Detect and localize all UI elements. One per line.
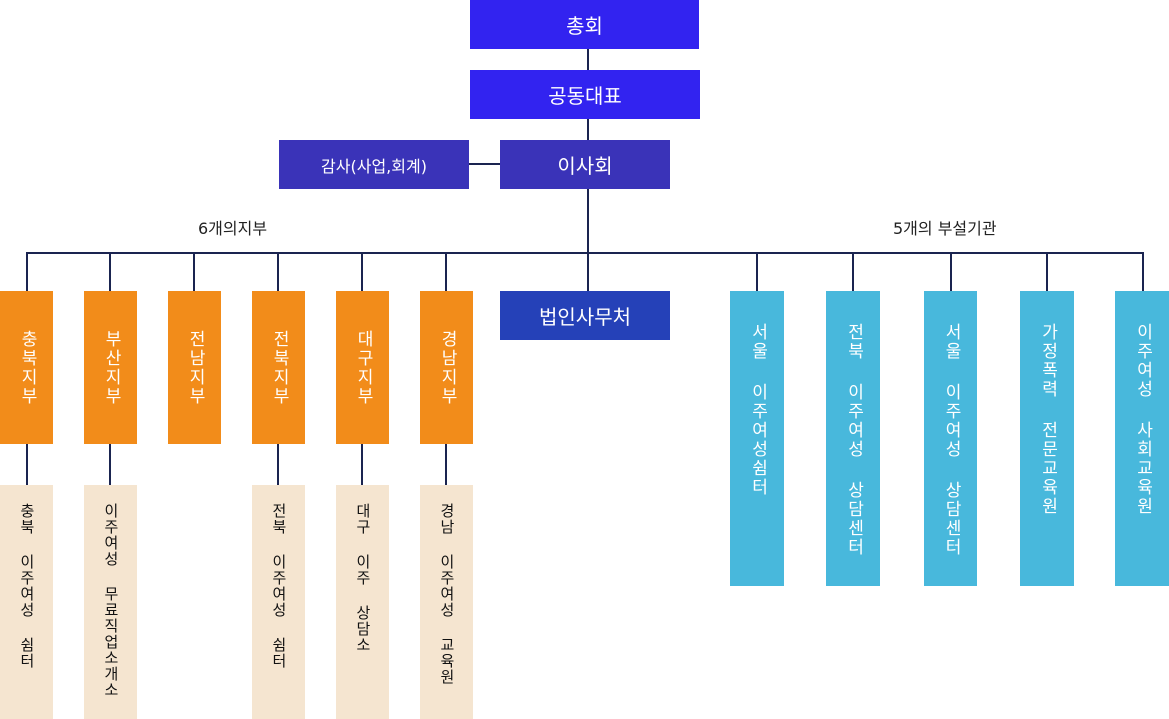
branch-facility-label: 전북 이주여성 쉼터 bbox=[269, 503, 288, 669]
audit-box: 감사(사업,회계) bbox=[279, 140, 469, 189]
co-representative-label: 공동대표 bbox=[548, 84, 622, 108]
co-representative-box: 공동대표 bbox=[470, 70, 700, 119]
branch-facility-label: 이주여성 무료직업소개소 bbox=[101, 503, 120, 698]
horizontal-bus-line bbox=[26, 252, 1144, 254]
branch-label: 충북지부 bbox=[17, 329, 38, 406]
general-assembly-label: 총회 bbox=[566, 14, 603, 38]
institution-label: 이주여성 사회교육원 bbox=[1132, 323, 1153, 516]
corporate-office-label: 법인사무처 bbox=[539, 305, 631, 329]
connector-line bbox=[445, 444, 447, 485]
institution-box: 서울 이주여성쉼터 bbox=[730, 291, 784, 586]
branch-box: 전북지부 bbox=[252, 291, 305, 444]
connector-line bbox=[587, 49, 589, 70]
institutions-group-label: 5개의 부설기관 bbox=[893, 219, 997, 238]
corporate-office-box: 법인사무처 bbox=[500, 291, 670, 340]
connector-line bbox=[277, 252, 279, 291]
connector-line bbox=[277, 444, 279, 485]
branch-box: 대구지부 bbox=[336, 291, 389, 444]
branch-box: 충북지부 bbox=[0, 291, 53, 444]
connector-line bbox=[1142, 252, 1144, 291]
connector-line bbox=[26, 444, 28, 485]
branch-box: 부산지부 bbox=[84, 291, 137, 444]
branch-facility-box: 대구 이주 상담소 bbox=[336, 485, 389, 719]
connector-line bbox=[361, 252, 363, 291]
branch-label: 경남지부 bbox=[437, 329, 458, 406]
connector-line bbox=[587, 189, 589, 291]
branch-label: 대구지부 bbox=[353, 329, 374, 406]
connector-line bbox=[109, 444, 111, 485]
connector-line bbox=[26, 252, 28, 291]
institution-box: 전북 이주여성 상담센터 bbox=[826, 291, 880, 586]
general-assembly-box: 총회 bbox=[470, 0, 699, 49]
branch-label: 전남지부 bbox=[185, 329, 206, 406]
connector-line bbox=[445, 252, 447, 291]
branch-facility-box: 경남 이주여성 교육원 bbox=[420, 485, 473, 719]
connector-line bbox=[950, 252, 952, 291]
branch-facility-label: 경남 이주여성 교육원 bbox=[437, 503, 456, 685]
branch-facility-label: 충북 이주여성 쉼터 bbox=[17, 503, 36, 669]
branch-facility-box: 충북 이주여성 쉼터 bbox=[0, 485, 53, 719]
connector-line bbox=[469, 163, 500, 165]
board-label: 이사회 bbox=[557, 154, 613, 178]
connector-line bbox=[852, 252, 854, 291]
connector-line bbox=[756, 252, 758, 291]
connector-line bbox=[109, 252, 111, 291]
institution-box: 이주여성 사회교육원 bbox=[1115, 291, 1169, 586]
institution-box: 가정폭력 전문교육원 bbox=[1020, 291, 1074, 586]
board-box: 이사회 bbox=[500, 140, 670, 189]
connector-line bbox=[1046, 252, 1048, 291]
institution-box: 서울 이주여성 상담센터 bbox=[924, 291, 977, 586]
connector-line bbox=[193, 252, 195, 291]
audit-label: 감사(사업,회계) bbox=[321, 156, 427, 176]
branch-label: 전북지부 bbox=[269, 329, 290, 406]
branch-facility-box: 전북 이주여성 쉼터 bbox=[252, 485, 305, 719]
branch-box: 전남지부 bbox=[168, 291, 221, 444]
branch-label: 부산지부 bbox=[101, 329, 122, 406]
connector-line bbox=[361, 444, 363, 485]
branch-facility-box: 이주여성 무료직업소개소 bbox=[84, 485, 137, 719]
branch-box: 경남지부 bbox=[420, 291, 473, 444]
connector-line bbox=[587, 119, 589, 140]
institution-label: 서울 이주여성쉼터 bbox=[747, 323, 768, 497]
branch-facility-label: 대구 이주 상담소 bbox=[353, 503, 372, 653]
branches-group-label: 6개의지부 bbox=[198, 219, 268, 238]
institution-label: 서울 이주여성 상담센터 bbox=[941, 323, 962, 557]
institution-label: 전북 이주여성 상담센터 bbox=[843, 323, 864, 557]
institution-label: 가정폭력 전문교육원 bbox=[1037, 323, 1058, 516]
